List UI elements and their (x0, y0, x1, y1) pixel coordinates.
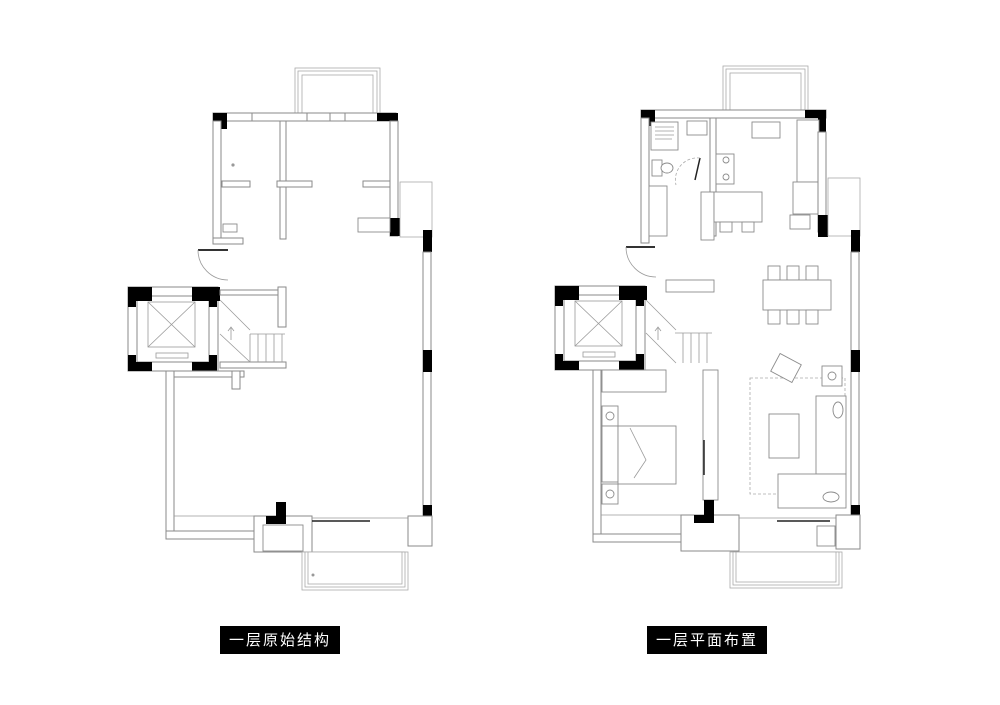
layout-plan-group (554, 65, 861, 589)
caption-original-structure: 一层原始结构 (220, 626, 340, 654)
caption-furniture-layout: 一层平面布置 (647, 626, 767, 654)
original-plan-group (127, 67, 433, 591)
